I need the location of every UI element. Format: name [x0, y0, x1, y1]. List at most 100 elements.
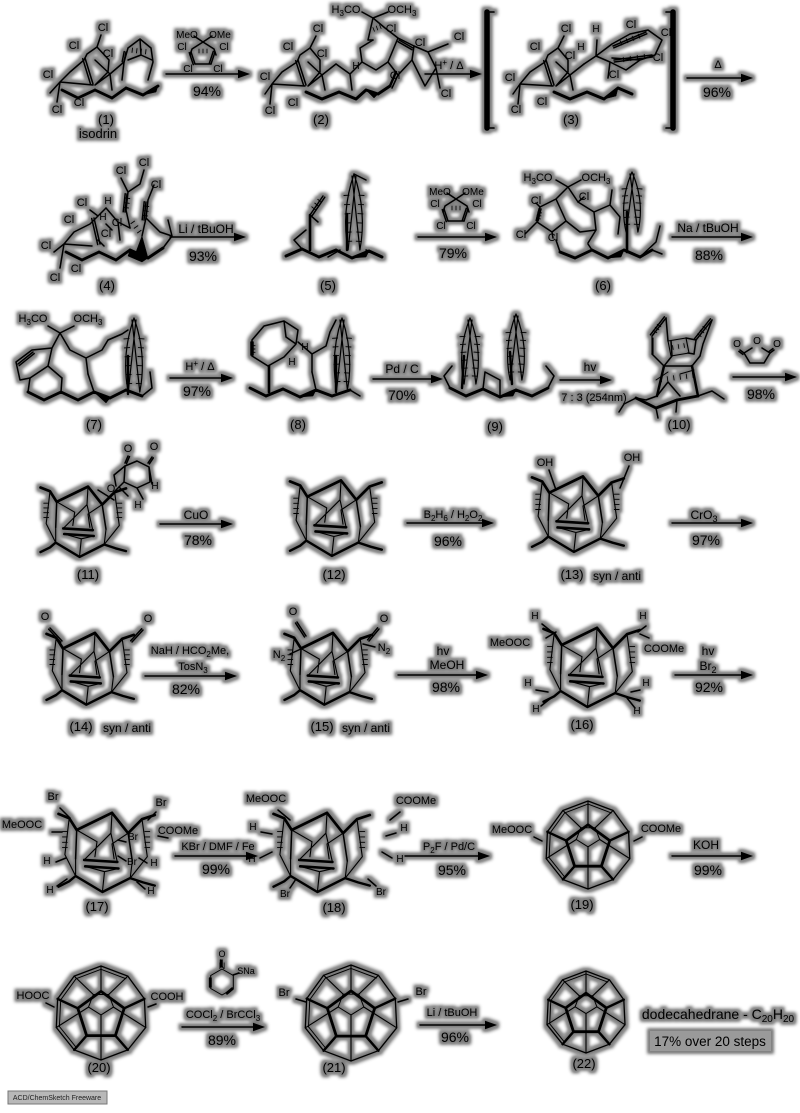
svg-text:(14): (14)	[69, 719, 92, 734]
svg-text:MeOOC: MeOOC	[492, 824, 532, 836]
svg-text:Br: Br	[279, 987, 290, 999]
svg-text:Δ: Δ	[714, 59, 722, 71]
svg-text:Cl: Cl	[441, 88, 451, 100]
svg-text:Cl: Cl	[112, 217, 122, 229]
svg-text:COOMe: COOMe	[158, 825, 198, 837]
svg-text:Cl: Cl	[511, 104, 521, 116]
svg-text:Br: Br	[156, 797, 167, 809]
svg-text:(19): (19)	[570, 897, 593, 912]
svg-text:(8): (8)	[290, 417, 306, 432]
svg-text:dodecahedrane - C20​H20​: dodecahedrane - C20​H20​	[642, 1006, 795, 1025]
svg-text:OH: OH	[537, 457, 554, 469]
svg-text:CrO3​: CrO3​	[690, 508, 717, 524]
svg-text:94%: 94%	[193, 83, 221, 99]
svg-text:H: H	[633, 706, 640, 717]
svg-text:OCH3​: OCH3​	[582, 172, 611, 186]
svg-text:(15): (15)	[310, 719, 333, 734]
svg-text:OCH3​: OCH3​	[388, 4, 417, 18]
svg-text:Cl: Cl	[50, 272, 60, 284]
svg-text:93%: 93%	[189, 248, 217, 264]
svg-text:89%: 89%	[208, 1032, 236, 1048]
svg-text:Cl: Cl	[213, 64, 222, 75]
svg-text:Cl: Cl	[653, 52, 663, 64]
svg-text:Cl: Cl	[52, 104, 62, 116]
svg-text:Cl: Cl	[41, 240, 51, 252]
svg-text:96%: 96%	[703, 84, 731, 100]
svg-text:(17): (17)	[85, 899, 108, 914]
svg-text:Cl: Cl	[139, 157, 149, 169]
svg-text:Cl: Cl	[77, 197, 87, 209]
svg-text:97%: 97%	[692, 532, 720, 548]
svg-text:Br: Br	[376, 887, 387, 898]
svg-text:Na / tBuOH: Na / tBuOH	[677, 221, 738, 235]
svg-text:P2​F / Pd/C: P2​F / Pd/C	[423, 841, 475, 855]
svg-text:B2​H6​ / H2​O2​: B2​H6​ / H2​O2​	[424, 509, 483, 523]
svg-text:H3​CO: H3​CO	[332, 4, 361, 18]
svg-text:ACD/ChemSketch Freeware: ACD/ChemSketch Freeware	[13, 1095, 101, 1102]
svg-text:H+​ / Δ: H+​ / Δ	[434, 58, 464, 72]
svg-text:O: O	[107, 483, 116, 495]
svg-text:CuO: CuO	[184, 508, 209, 522]
svg-text:Br: Br	[48, 791, 59, 803]
svg-text:79%: 79%	[439, 245, 467, 261]
svg-text:97%: 97%	[183, 383, 211, 399]
svg-text:H+​ / Δ: H+​ / Δ	[185, 359, 215, 373]
svg-text:(3): (3)	[563, 112, 579, 127]
svg-text:Cl: Cl	[43, 69, 53, 81]
svg-text:H: H	[532, 704, 539, 715]
svg-text:Cl: Cl	[74, 97, 84, 109]
svg-text:O: O	[753, 336, 761, 347]
svg-text:O: O	[289, 606, 298, 618]
svg-text:(21): (21)	[322, 1060, 345, 1075]
svg-text:Cl: Cl	[98, 22, 108, 34]
svg-text:Cl: Cl	[313, 23, 323, 35]
svg-text:KOH: KOH	[693, 838, 719, 852]
svg-text:82%: 82%	[172, 681, 200, 697]
svg-text:hv: hv	[584, 360, 597, 374]
svg-text:OMe: OMe	[209, 30, 231, 41]
svg-text:99%: 99%	[694, 862, 722, 878]
svg-text:COCl2​ / BrCCl3​: COCl2​ / BrCCl3​	[186, 1009, 261, 1023]
svg-text:hv: hv	[702, 644, 715, 658]
svg-text:Cl: Cl	[71, 263, 81, 275]
svg-text:Cl: Cl	[565, 50, 575, 62]
svg-text:Br: Br	[127, 857, 138, 868]
svg-text:Br: Br	[128, 832, 139, 843]
svg-text:Cl: Cl	[103, 48, 113, 60]
svg-text:H: H	[147, 886, 154, 897]
svg-text:(2): (2)	[313, 112, 329, 127]
svg-text:92%: 92%	[695, 679, 723, 695]
svg-text:95%: 95%	[438, 862, 466, 878]
svg-text:OCH3​: OCH3​	[74, 313, 103, 327]
svg-text:MeO: MeO	[176, 30, 198, 41]
svg-text:O: O	[773, 339, 781, 350]
svg-text:SNa: SNa	[237, 966, 255, 976]
svg-text:OMe: OMe	[462, 187, 484, 198]
svg-text:Cl: Cl	[386, 23, 396, 35]
svg-text:Cl: Cl	[183, 64, 192, 75]
svg-text:Cl: Cl	[260, 71, 270, 83]
svg-text:H: H	[288, 357, 295, 368]
svg-text:O: O	[41, 611, 50, 623]
svg-text:96%: 96%	[434, 533, 462, 549]
svg-text:98%: 98%	[432, 679, 460, 695]
svg-text:Cl: Cl	[530, 41, 540, 53]
svg-text:Cl: Cl	[219, 42, 228, 53]
svg-text:H: H	[524, 678, 531, 689]
svg-text:Br2​: Br2​	[699, 659, 716, 675]
svg-text:Li / tBuOH: Li / tBuOH	[178, 222, 233, 236]
svg-text:MeOOC: MeOOC	[490, 637, 530, 649]
svg-text:Cl: Cl	[177, 42, 186, 53]
svg-text:TosN3​: TosN3​	[178, 661, 208, 675]
svg-text:Li / tBuOH: Li / tBuOH	[427, 1007, 478, 1019]
svg-text:O: O	[733, 339, 741, 350]
svg-text:(18): (18)	[322, 900, 345, 915]
svg-text:Cl: Cl	[151, 179, 161, 191]
svg-text:Cl: Cl	[265, 105, 275, 117]
svg-text:O: O	[150, 441, 159, 453]
svg-text:(7): (7)	[86, 417, 102, 432]
svg-text:MeOH: MeOH	[430, 658, 465, 672]
svg-text:(20): (20)	[87, 1060, 110, 1075]
svg-text:H: H	[151, 481, 158, 492]
svg-text:O: O	[144, 613, 153, 625]
